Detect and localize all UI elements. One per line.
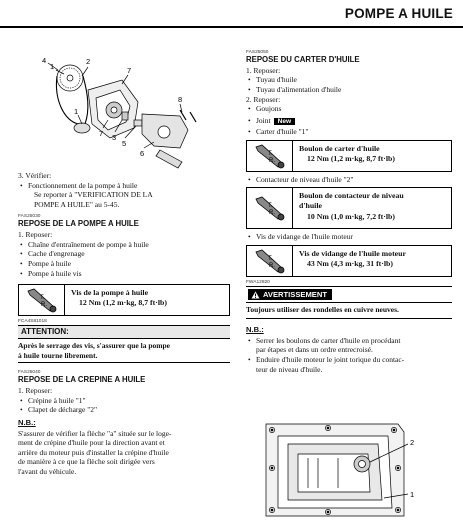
section-code: FAS25040 (18, 370, 41, 376)
torque-box-oilpan-bolt: T.R. Boulon de carter d'huile 12 Nm (1,2… (246, 139, 452, 172)
note-line: teur de niveau d'huile. (256, 364, 323, 374)
torque-value: 43 Nm (4,3 m·kg, 31 ft·lb) (307, 259, 393, 269)
torque-box-level-switch-bolt: T.R. Boulon de contacteur de niveau d'hu… (246, 187, 452, 230)
callout-1b: 1 (74, 107, 78, 116)
step-verify-ref-1: Se reporter à "VERIFICATION DE LA (34, 190, 153, 200)
note-line: Serrer les boulons de carter d'huile en … (246, 336, 452, 346)
torque-label: Boulon de carter d'huile (299, 143, 380, 153)
attention-code: FCA4S81018 (18, 319, 47, 325)
list-item: Pompe à huile vis (18, 269, 230, 279)
note-line: ment de crépine d'huile pour la directio… (18, 438, 165, 448)
warning-text: Toujours utiliser des rondelles en cuivr… (246, 305, 399, 315)
torque-value: 10 Nm (1,0 m·kg, 7,2 ft·lb) (307, 211, 395, 221)
warning-bar: AVERTISSEMENT (246, 285, 452, 304)
svg-text:T.: T. (268, 203, 273, 209)
warning-triangle-icon (251, 291, 260, 299)
attention-label: ATTENTION: (18, 324, 230, 340)
callout-3: 3 (112, 133, 116, 142)
warning-code: FWA12820 (246, 279, 270, 285)
header-rule (0, 26, 463, 28)
note-line: S'assurer de vérifier la flèche "a" situ… (18, 428, 172, 438)
oil-pan-diagram: 2 1 (265, 423, 414, 517)
step-verify-ref-2: POMPE A HUILE" au 5-45. (34, 199, 120, 209)
svg-text:R.: R. (269, 210, 275, 216)
torque-wrench-icon: T.R. (19, 285, 65, 316)
new-badge: New (273, 117, 296, 125)
callout-8: 8 (178, 95, 182, 104)
left-column: 3. Vérifier: Fonctionnement de la pompe … (18, 171, 230, 477)
svg-text:R.: R. (41, 302, 47, 308)
step-strainer-label: 1. Reposer: (18, 386, 53, 396)
step-install-label: 1. Reposer: (18, 230, 53, 240)
section-code: FAS25050 (246, 50, 269, 55)
section-title-strainer: REPOSE DE LA CREPINE A HUILE (18, 375, 146, 385)
torque-label-cont: d'huile (299, 201, 322, 211)
list-item: Goujons (246, 104, 452, 114)
torque-box-drain-bolt: T.R. Vis de vidange de l'huile moteur 43… (246, 244, 452, 277)
list-item: Tuyau d'huile (246, 75, 452, 85)
gasket-label: Joint (256, 115, 271, 125)
attention-text-1: Après le serrage des vis, s'assurer que … (18, 341, 171, 351)
note-label: N.B.: (18, 417, 36, 427)
list-item: Clapet de décharge "2" (18, 405, 230, 415)
torque-value: 12 Nm (1,2 m·kg, 8,7 ft·lb) (79, 298, 167, 308)
svg-text:T.: T. (268, 151, 273, 157)
step-verify-label: 3. Vérifier: (18, 171, 52, 180)
torque-box-pump-screw: T.R. Vis de la pompe à huile 12 Nm (1,2 … (18, 284, 230, 317)
list-item: Tuyau d'alimentation d'huile (246, 85, 452, 95)
list-item: Crépine à huile "1" (18, 396, 230, 406)
callout-1: 1 (50, 62, 54, 71)
section-title-pump-install: REPOSE DE LA POMPE A HUILE (18, 219, 139, 229)
list-item: Carter d'huile "1" (246, 127, 452, 137)
torque-label: Vis de vidange de l'huile moteur (299, 248, 406, 258)
torque-label: Boulon de contacteur de niveau (299, 191, 404, 201)
list-item: Cache d'engrenage (18, 249, 230, 259)
list-item: Contacteur de niveau d'huile "2" (246, 175, 452, 185)
step-oilpan-label-1: 1. Reposer: (246, 65, 281, 75)
list-item: Chaîne d'entraînement de pompe à huile (18, 240, 230, 250)
warning-label-text: AVERTISSEMENT (263, 289, 327, 299)
callout-1: 1 (410, 490, 414, 499)
svg-text:T.: T. (268, 256, 273, 262)
callout-6: 6 (140, 149, 144, 158)
callout-7: 7 (127, 66, 131, 75)
warning-label: AVERTISSEMENT (248, 288, 332, 301)
note-line: arrière du moteur puis d'installer la cr… (18, 447, 169, 457)
right-column: FAS25050 REPOSE DU CARTER D'HUILE 1. Rep… (246, 49, 452, 374)
callout-5: 5 (122, 139, 126, 148)
note-label: N.B.: (246, 325, 264, 335)
svg-text:R.: R. (269, 263, 275, 269)
torque-wrench-icon: T.R. (247, 245, 293, 276)
note-line: l'avant du véhicule. (18, 466, 77, 476)
warning-rule (246, 318, 452, 320)
torque-wrench-icon: T.R. (247, 188, 293, 229)
oil-pump-exploded-diagram: 4 1 2 7 8 1 7 3 5 6 (42, 56, 197, 169)
torque-value: 12 Nm (1,2 m·kg, 8,7 ft·lb) (307, 153, 395, 163)
step-verify-bullet: Fonctionnement de la pompe à huile (18, 181, 230, 191)
list-item: Vis de vidange de l'huile moteur (246, 232, 452, 242)
note-line: par étapes et dans un ordre entrecroisé. (256, 345, 373, 355)
svg-text:R.: R. (269, 158, 275, 164)
svg-text:T.: T. (40, 295, 45, 301)
list-item: Pompe à huile (18, 259, 230, 269)
torque-wrench-icon: T.R. (247, 140, 293, 171)
step-oilpan-label-2: 2. Reposer: (246, 94, 281, 104)
attention-text-2: à huile tourne librement. (18, 350, 98, 360)
section-code: FAS25030 (18, 214, 41, 220)
torque-label: Vis de la pompe à huile (71, 288, 149, 298)
callout-2: 2 (86, 57, 90, 66)
page-title: POMPE A HUILE (344, 6, 453, 21)
note-line: Enduire d'huile moteur le joint torique … (246, 355, 452, 365)
note-line: de manière à ce que la flèche soit dirig… (18, 457, 155, 467)
callout-4: 4 (42, 56, 46, 65)
callout-7b: 7 (99, 129, 103, 138)
section-title-oil-pan: REPOSE DU CARTER D'HUILE (246, 54, 360, 64)
attention-rule (18, 362, 230, 364)
callout-2: 2 (410, 438, 414, 447)
